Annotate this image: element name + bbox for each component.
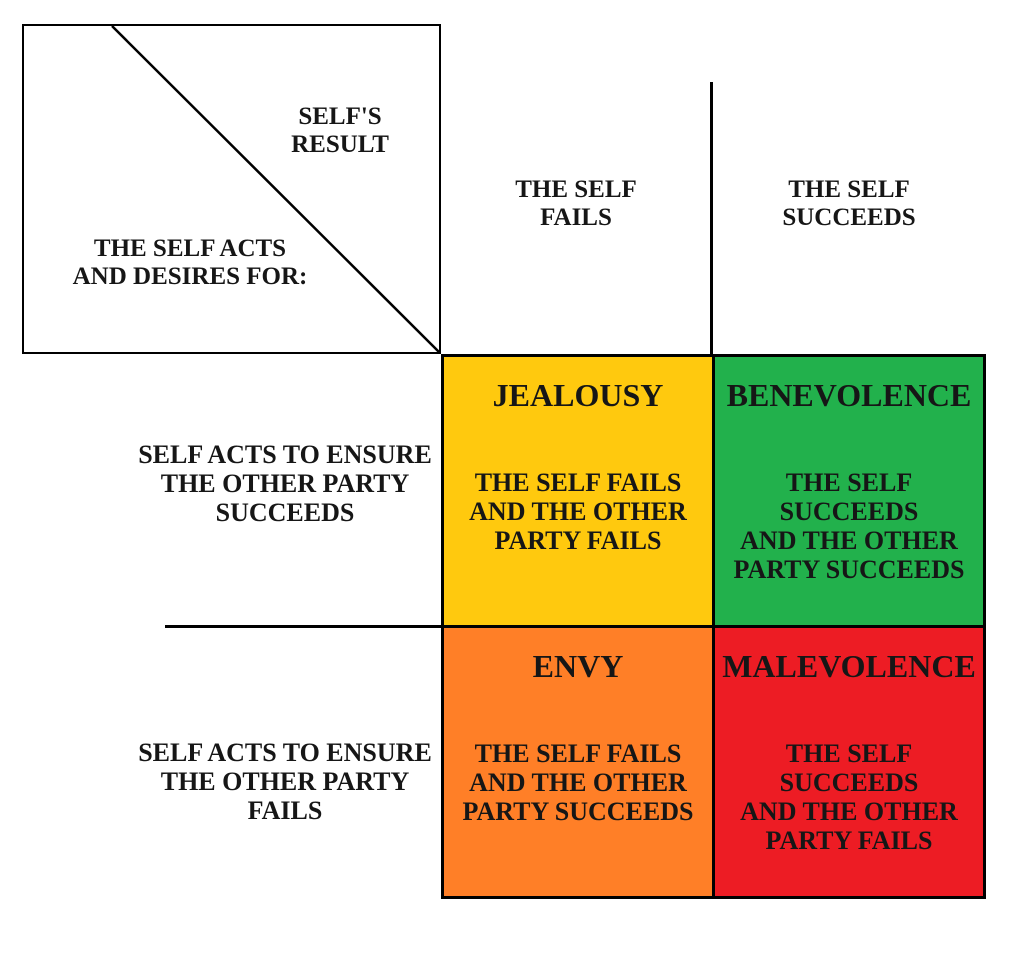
cell-title-benevolence: BENEVOLENCE [726, 377, 972, 413]
cell-malevolence: MALEVOLENCE THE SELF SUCCEEDS AND THE OT… [715, 628, 983, 896]
cell-title-envy: ENVY [532, 648, 624, 684]
cell-description-jealousy: THE SELF FAILS AND THE OTHER PARTY FAILS [469, 467, 687, 556]
row-label-other-party-fails: SELF ACTS TO ENSURE THE OTHER PARTY FAIL… [138, 738, 432, 826]
row-divider-line [165, 625, 441, 628]
cell-title-jealousy: JEALOUSY [492, 377, 664, 413]
quadrant-grid: JEALOUSY THE SELF FAILS AND THE OTHER PA… [441, 354, 986, 899]
axis-corner-box [22, 24, 441, 354]
cell-envy: ENVY THE SELF FAILS AND THE OTHER PARTY … [444, 628, 712, 896]
cell-description-benevolence: THE SELF SUCCEEDS AND THE OTHER PARTY SU… [733, 467, 965, 585]
column-header-self-succeeds: THE SELF SUCCEEDS [782, 176, 916, 231]
cell-benevolence: BENEVOLENCE THE SELF SUCCEEDS AND THE OT… [715, 357, 983, 625]
column-header-self-fails: THE SELF FAILS [515, 176, 637, 231]
column-axis-title: SELF'S RESULT [291, 103, 389, 158]
cell-description-envy: THE SELF FAILS AND THE OTHER PARTY SUCCE… [462, 738, 694, 827]
cell-description-malevolence: THE SELF SUCCEEDS AND THE OTHER PARTY FA… [740, 738, 958, 856]
column-divider-line [710, 82, 713, 354]
diagonal-divider-line [111, 26, 439, 352]
cell-jealousy: JEALOUSY THE SELF FAILS AND THE OTHER PA… [444, 357, 712, 625]
cell-title-malevolence: MALEVOLENCE [722, 648, 976, 684]
row-axis-title: THE SELF ACTS AND DESIRES FOR: [72, 235, 308, 290]
row-label-other-party-succeeds: SELF ACTS TO ENSURE THE OTHER PARTY SUCC… [138, 440, 432, 528]
